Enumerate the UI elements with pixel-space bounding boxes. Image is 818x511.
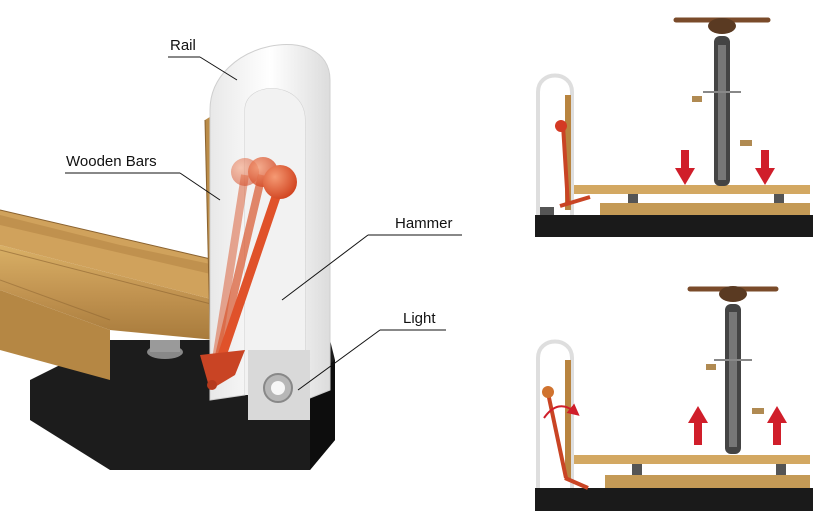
bicycle <box>673 17 771 186</box>
panel-top-right <box>535 17 813 237</box>
wood-block-lower <box>0 290 110 380</box>
callout-light: Light <box>297 310 446 391</box>
panel-bottom-right <box>535 286 813 511</box>
arrow-up-right <box>767 406 787 445</box>
hammer-label: Hammer <box>395 215 453 232</box>
rail-label: Rail <box>170 37 196 54</box>
mini-rail <box>536 73 574 215</box>
main-cutaway-illustration <box>0 44 335 470</box>
arrow-down-right <box>755 150 775 185</box>
callout-hammer: Hammer <box>281 215 462 301</box>
panel-base <box>535 215 813 237</box>
panel-base <box>535 488 813 511</box>
light-label: Light <box>403 310 436 327</box>
wooden-bars-label: Wooden Bars <box>66 153 157 170</box>
light <box>248 350 310 420</box>
swing-arrow <box>543 403 580 419</box>
callout-wooden-bars: Wooden Bars <box>65 153 221 201</box>
bicycle <box>687 286 779 454</box>
hammer <box>200 157 297 390</box>
mini-rail <box>536 339 574 488</box>
callout-rail: Rail <box>168 37 238 81</box>
arrow-down-left <box>675 150 695 185</box>
arrow-up-left <box>688 406 708 445</box>
